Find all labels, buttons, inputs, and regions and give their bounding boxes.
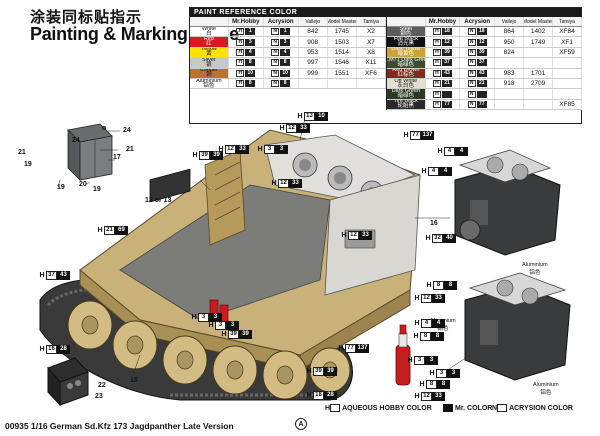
col-mrhobby: Mr.Hobby xyxy=(229,17,264,26)
engine-drawing-2 xyxy=(464,272,571,381)
part-number: 19 xyxy=(57,184,65,191)
paint-row: RLM71 Dark Green暗绿色H37N37 xyxy=(387,58,583,69)
stowage-box-drawing xyxy=(67,123,113,181)
col-modelmaster: Model Master xyxy=(327,17,357,26)
page-letter: A xyxy=(295,418,307,430)
col-tamiya: Tamiya xyxy=(357,17,386,26)
col-vallejo: Vallejo xyxy=(299,17,328,26)
periscope-box-drawing xyxy=(47,357,89,407)
part-number: 24 xyxy=(123,127,131,134)
part-number: 16 xyxy=(430,220,438,227)
paint-table-header-row: Mr.Hobby Acrysion Vallejo Model Master T… xyxy=(387,17,583,27)
part-number: 17 xyxy=(113,154,121,161)
part-number: 21 xyxy=(126,146,134,153)
col-acrysion: Acrysion xyxy=(264,17,299,26)
footer-title: 00935 1/16 German Sd.Kfz 173 Jagdpanther… xyxy=(5,421,234,431)
part-number: 22 xyxy=(98,382,106,389)
legend-mr-color: Mr. COLOR xyxy=(443,404,492,412)
paint-reference-table: PAINT REFERENCE COLOR Mr.Hobby Acrysion … xyxy=(189,7,583,124)
paint-table-right: Mr.Hobby Acrysion Vallejo Model Master T… xyxy=(386,17,583,111)
engine-drawing-1 xyxy=(454,149,561,256)
title-chinese: 涂装同标贴指示 xyxy=(30,9,143,26)
part-number: 20 xyxy=(79,181,87,188)
part-number: 19 xyxy=(93,186,101,193)
part-number: 21 xyxy=(18,149,26,156)
part-number: 19 xyxy=(24,161,32,168)
paint-table-header-row: Mr.Hobby Acrysion Vallejo Model Master T… xyxy=(190,17,386,27)
fire-extinguisher-drawing xyxy=(395,324,411,386)
part-number: 24 xyxy=(72,137,80,144)
part-number: 12 or 13 xyxy=(145,197,172,204)
paint-table-title: PAINT REFERENCE COLOR xyxy=(190,8,581,17)
part-number: 23 xyxy=(95,393,103,400)
paint-table-left: Mr.Hobby Acrysion Vallejo Model Master T… xyxy=(190,17,386,90)
title-english: Painting & Marking guide xyxy=(30,24,239,44)
part-number: 15 xyxy=(130,377,138,384)
